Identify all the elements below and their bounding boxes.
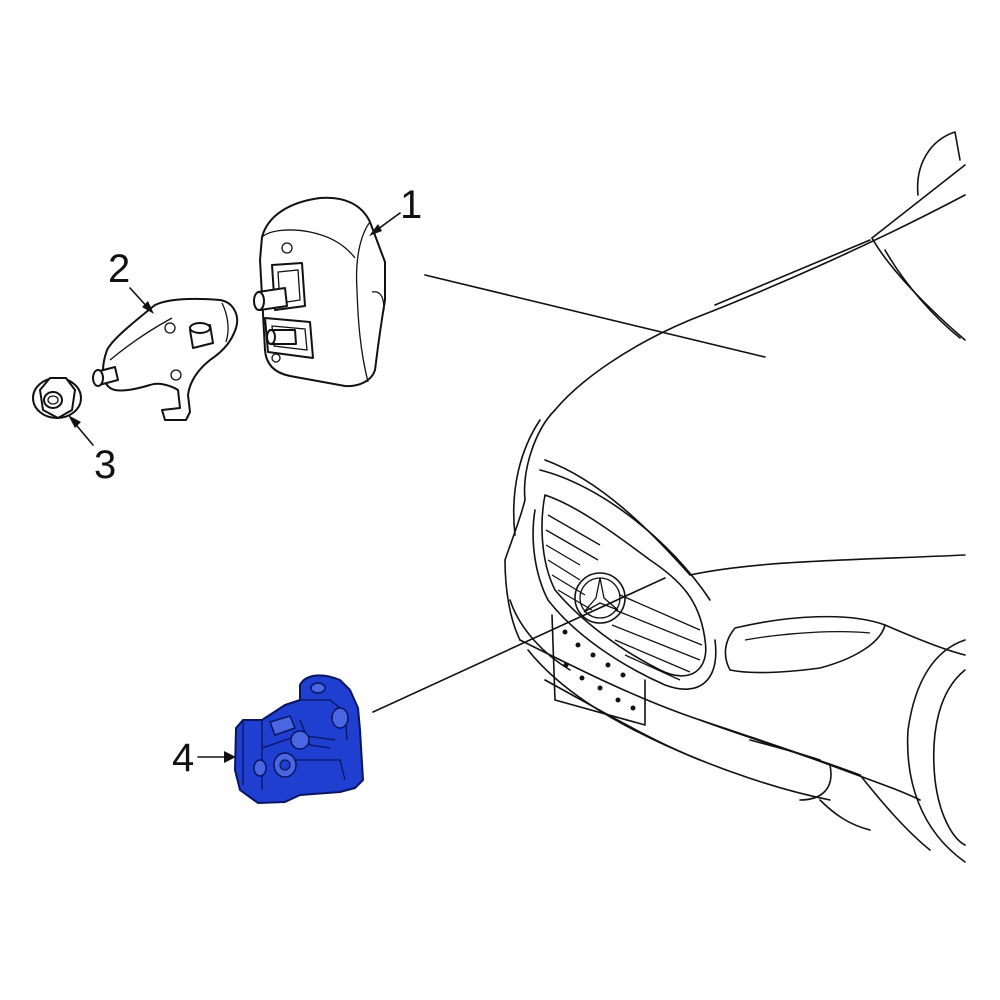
callout-label-2: 2 <box>108 247 130 291</box>
vehicle-front-illustration <box>504 131 966 863</box>
callout-arrowhead-4 <box>224 751 236 763</box>
part-4-component[interactable] <box>234 674 364 804</box>
callout-arrowhead-3 <box>68 415 81 428</box>
callout-arrowhead-2 <box>142 301 154 314</box>
callout-label-3: 3 <box>94 443 116 487</box>
callout-arrowhead-1 <box>369 224 382 236</box>
callout-labels: 1 2 3 4 <box>94 183 422 780</box>
callout-arrows <box>68 212 401 763</box>
callout-label-4: 4 <box>172 736 194 780</box>
part-1-component[interactable] <box>253 196 386 388</box>
part-3-component[interactable] <box>32 377 82 419</box>
leader-line-part-1 <box>424 274 766 358</box>
part-2-component[interactable] <box>92 297 239 421</box>
leader-lines <box>372 274 766 713</box>
callout-label-1: 1 <box>400 183 422 227</box>
leader-line-part-4 <box>372 577 666 713</box>
